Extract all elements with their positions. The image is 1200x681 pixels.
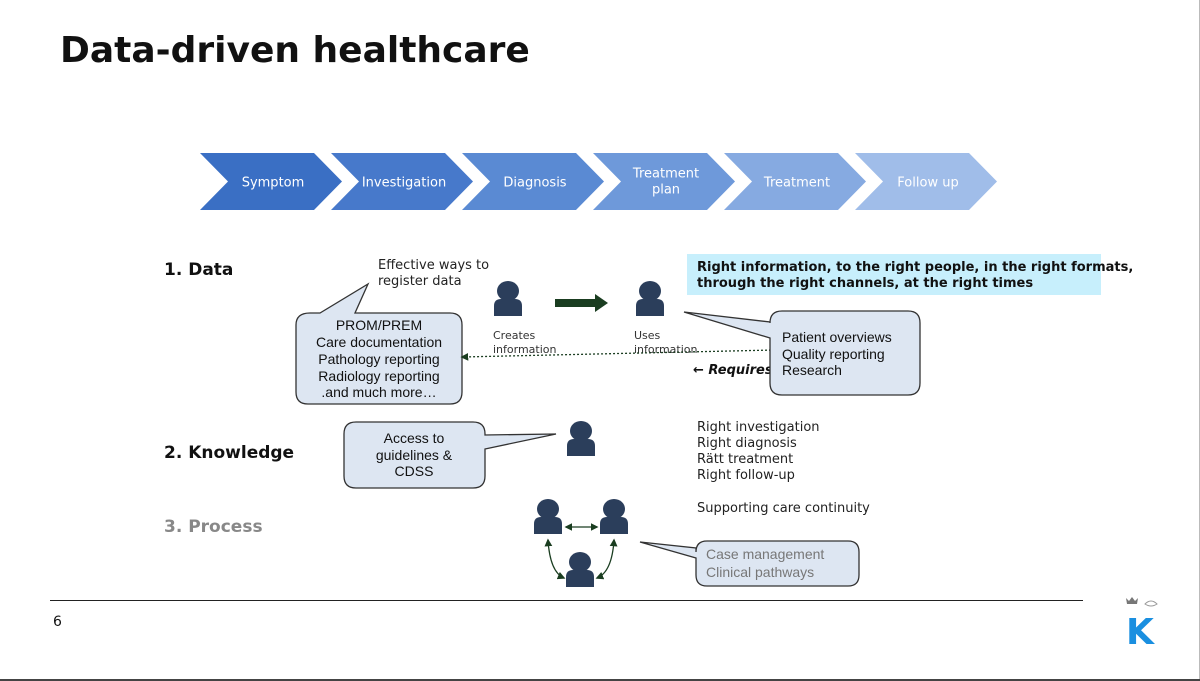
team-link-arrow [595,538,618,580]
chevron-label: Symptom [242,176,305,191]
highlight-line1: Right information, to the right people, … [697,260,1133,275]
knowledge-item: CDSS [395,463,434,479]
chevron-step [593,153,735,210]
uses-label-line2: information [634,343,698,356]
chevron-label: Diagnosis [503,176,566,191]
section-label-data: 1. Data [164,260,233,280]
uses-item: Quality reporting [782,346,885,362]
chevron-label: Treatment [632,167,699,182]
uses-label-line1: Uses [634,329,661,342]
requires-arrow [460,349,776,361]
flow-arrow-icon [555,294,608,312]
highlight-box [687,254,1101,295]
crown-outline-icon [1144,600,1158,607]
continuity-text: Supporting care continuity [697,501,870,516]
right-item: Right diagnosis [697,436,797,451]
chevron-label: plan [652,183,680,198]
uses-item: Patient overviews [782,329,892,345]
chevron-step [462,153,604,210]
logo-letter: K [1126,612,1155,653]
process-callout [639,540,860,587]
creates-label-line1: Creates [493,329,536,342]
page-number: 6 [53,614,62,630]
register-callout [295,282,463,405]
register-item: Radiology reporting [318,368,439,384]
right-item: Right follow-up [697,468,795,483]
page-title: Data-driven healthcare [60,30,530,71]
creates-label-line2: information [493,343,557,356]
process-item: Case management [706,546,824,562]
requires-label: ← Requires [693,363,773,378]
register-item: Care documentation [316,334,442,350]
register-note-line1: Effective ways to [378,258,489,273]
knowledge-item: guidelines & [376,447,453,463]
chevron-label: Follow up [897,176,958,191]
person-creator-icon [494,281,522,316]
right-item: Rätt treatment [697,452,793,467]
person-team-a-icon [534,499,562,534]
person-user-icon [636,281,664,316]
person-team-c-icon [566,552,594,587]
slide-edge [0,679,1200,681]
register-note-line2: register data [378,274,462,289]
person-knowledge-icon [567,421,595,456]
chevron-step [855,153,997,210]
register-item: Pathology reporting [318,351,439,367]
chevron-step [724,153,866,210]
section-label-process: 3. Process [164,517,263,537]
right-item: Right investigation [697,420,820,435]
person-team-b-icon [600,499,628,534]
crown-icon [1126,597,1138,604]
highlight-line2: through the right channels, at the right… [697,276,1033,291]
register-item: PROM/PREM [336,317,422,333]
chevron-label: Treatment [763,176,830,191]
uses-item: Research [782,362,842,378]
process-item: Clinical pathways [706,564,814,580]
team-link-arrow [544,538,566,580]
section-label-knowledge: 2. Knowledge [164,443,294,463]
footer-divider [50,600,1083,601]
chevron-step [200,153,342,210]
uses-callout [683,310,921,396]
knowledge-callout [343,421,557,489]
register-item: .and much more… [321,384,436,400]
knowledge-item: Access to [384,430,445,446]
chevron-step [331,153,473,210]
chevron-label: Investigation [362,176,446,191]
